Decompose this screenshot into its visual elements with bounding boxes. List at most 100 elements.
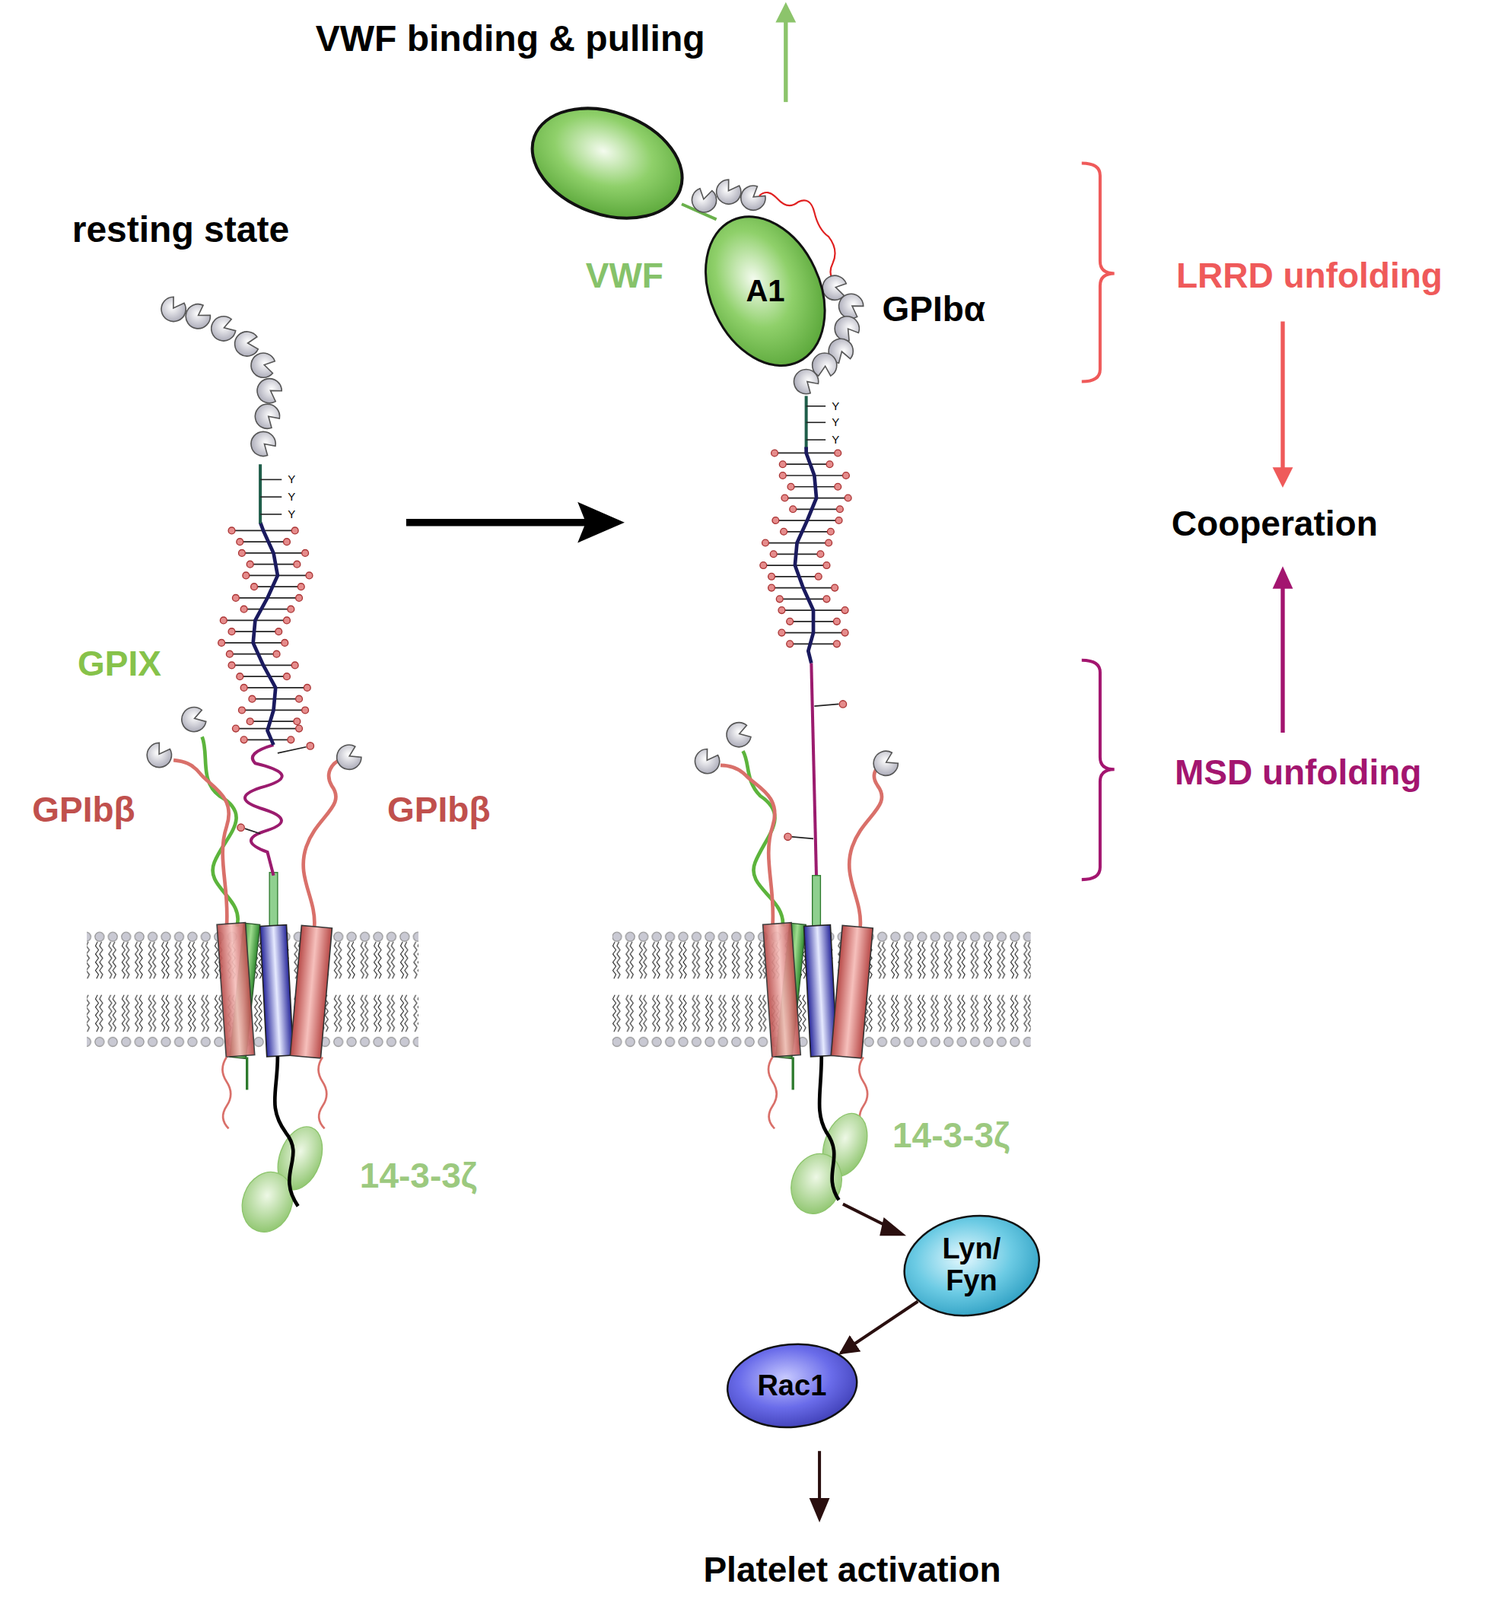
node-text-group: Lyn/ Fyn [933, 1233, 1010, 1298]
heading: VWF binding & pulling [315, 19, 706, 60]
msd-bracket [1081, 660, 1115, 880]
protein-label: GPIbβ [387, 789, 490, 829]
kinase-ellipse: Lyn/ Fyn [902, 1215, 1041, 1317]
arrow-head [809, 1498, 831, 1523]
lrr-repeat [693, 747, 722, 776]
lrr-repeat [687, 183, 722, 217]
glycan-stem [814, 703, 839, 707]
arrow-head [1272, 467, 1294, 488]
residue-mark: Y [287, 473, 296, 487]
tick [260, 496, 282, 498]
gpibb-chain [173, 760, 230, 927]
gpibb-tm [830, 925, 873, 1059]
residue-mark: Y [831, 416, 840, 430]
arrow-head [879, 1217, 907, 1236]
glycan-stem [792, 836, 814, 840]
lrr-repeat [159, 295, 188, 324]
glycan-head [306, 742, 314, 750]
process-label: LRRD unfolding [1176, 256, 1443, 296]
glycan-head [784, 833, 792, 840]
lrr-repeat [246, 348, 280, 382]
residue-mark: Y [287, 508, 296, 522]
gpibb-tm [289, 925, 332, 1059]
gpibb-chain [303, 759, 341, 927]
gpibb-tail [768, 1056, 777, 1129]
glycan-head [237, 823, 245, 831]
protein-label: GPIX [77, 644, 162, 684]
lrr-repeat [177, 703, 211, 737]
residue-mark: Y [831, 433, 840, 447]
gtpase-ellipse: Rac1 [725, 1342, 859, 1429]
gpiba-tail [819, 1056, 840, 1200]
arrow-shaft [1280, 321, 1285, 469]
process-label: Cooperation [1171, 504, 1378, 544]
a1-domain: A1 [709, 211, 822, 371]
mucin-backbone [253, 522, 278, 745]
arrow-head [1272, 566, 1294, 589]
node-label: Rac1 [757, 1370, 827, 1403]
protein-label: GPIbβ [31, 789, 135, 829]
adaptor-protein [782, 1146, 850, 1222]
gpix-tail [792, 1056, 795, 1090]
resting-complex [145, 295, 366, 1240]
lrr-repeat [836, 292, 866, 321]
gpiba-stalk [269, 872, 278, 929]
gpiba-tm [260, 925, 294, 1057]
tick [260, 513, 282, 516]
node-label: A1 [745, 273, 785, 308]
signal-arrow [840, 1301, 919, 1353]
protein-label: 14-3-3ζ [359, 1156, 478, 1196]
lrr-repeat [722, 718, 756, 752]
gpibb-tail [222, 1056, 231, 1129]
tick [806, 421, 826, 424]
arrow-head [775, 2, 796, 23]
lrr-repeat [183, 301, 214, 331]
arrow-shaft [406, 518, 587, 526]
node-text-group: A1 [745, 273, 785, 308]
process-label: MSD unfolding [1174, 753, 1422, 793]
residue-mark: Y [831, 400, 840, 414]
state-label: resting state [72, 209, 290, 250]
glycan-stem [277, 747, 307, 754]
lrr-repeat [794, 369, 819, 395]
gpiba-tail [274, 1056, 299, 1206]
node-ellipse [723, 1339, 860, 1433]
msd-unfolded [811, 663, 817, 879]
protein-label: 14-3-3ζ [892, 1115, 1010, 1155]
vwf-domain [516, 89, 697, 239]
node-text-group: Rac1 [757, 1370, 827, 1403]
signal-arrow [817, 1450, 821, 1500]
arrow-head [577, 502, 625, 544]
node-label: Lyn/ Fyn [933, 1233, 1010, 1298]
node-ellipse [683, 197, 849, 385]
protein-label: GPIbα [881, 289, 986, 329]
arrow-shaft [1280, 586, 1285, 733]
activated-complex [516, 89, 907, 1523]
gpix-tail [245, 1056, 249, 1090]
lrr-repeat [833, 314, 862, 343]
tick [260, 479, 282, 481]
lrr-repeat [254, 404, 280, 429]
lrr-repeat [333, 741, 365, 774]
tick [806, 405, 826, 408]
glycan-head [839, 700, 847, 708]
gpibb-chain [720, 765, 775, 927]
mucin-backbone [795, 446, 817, 663]
lrr-repeat [870, 747, 902, 780]
glycan-stem [244, 828, 261, 834]
arrow-shaft [783, 20, 788, 102]
gpibb-chain [849, 765, 882, 927]
lrr-repeat [714, 178, 743, 207]
gpibb-tm [763, 922, 802, 1058]
lrr-repeat [251, 431, 276, 456]
gpibb-tail [318, 1056, 328, 1129]
gpiba-stalk [812, 875, 821, 929]
msd-folded [244, 744, 283, 876]
gpibb-tm [216, 922, 255, 1058]
tick [806, 439, 826, 441]
node-ellipse [896, 1205, 1047, 1326]
transition-arrow [406, 502, 625, 544]
outcome-label: Platelet activation [703, 1550, 1001, 1590]
gpix-chain [202, 736, 239, 926]
